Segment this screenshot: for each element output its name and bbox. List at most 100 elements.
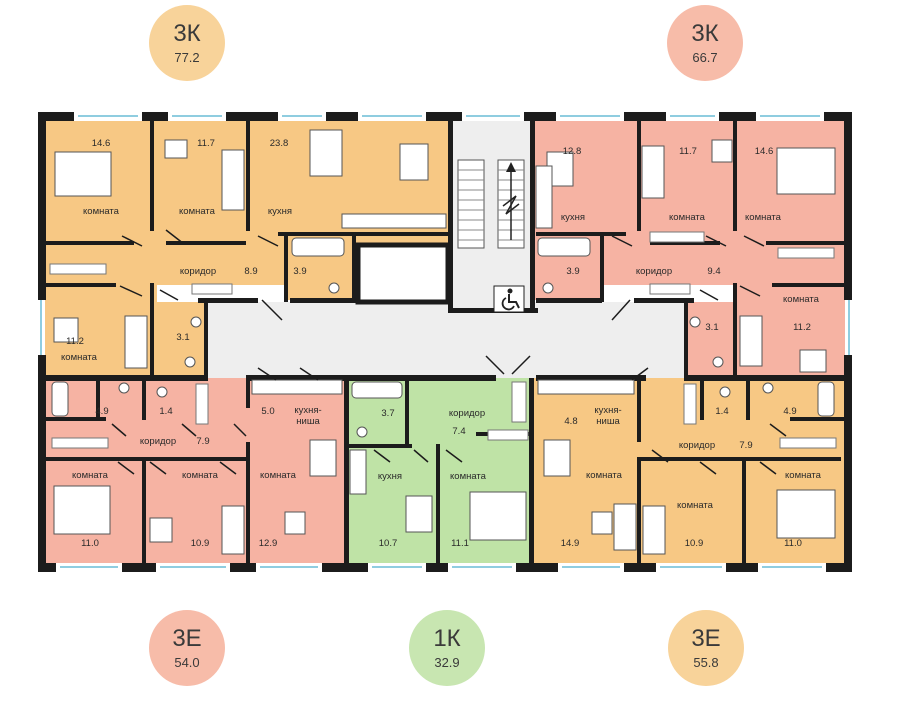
inner-wall <box>290 298 358 303</box>
room-area: 14.6 <box>92 138 111 149</box>
wheelchair-icon <box>493 285 525 313</box>
room-label: комната <box>83 206 120 217</box>
wardrobe-icon <box>511 381 527 423</box>
room-label: коридор <box>679 440 715 451</box>
outer-wall <box>230 563 256 572</box>
desk-icon <box>149 517 173 543</box>
stair-flight <box>457 159 485 249</box>
inner-wall <box>284 232 288 302</box>
inner-wall <box>772 283 846 287</box>
toilet-icon <box>719 386 731 398</box>
toilet-icon <box>156 386 168 398</box>
inner-wall <box>142 378 146 420</box>
badge-type: 3Е <box>691 624 721 652</box>
room-area: 11.1 <box>451 538 469 549</box>
outer-wall <box>726 563 758 572</box>
room-label: кухня-ниша <box>294 405 321 427</box>
room-label: комната <box>586 470 623 481</box>
room-label: комната <box>182 470 219 481</box>
outer-wall <box>426 112 462 121</box>
inner-wall <box>246 121 250 231</box>
kitchen-counter-icon <box>535 165 553 229</box>
room-fill <box>685 302 736 375</box>
inner-wall <box>166 241 246 245</box>
apartment-badge-3e-54: 3Е 54.0 <box>149 610 225 686</box>
table-icon <box>405 495 433 533</box>
room-label: коридор <box>140 436 176 447</box>
inner-wall <box>766 241 846 245</box>
room-label: комната <box>260 470 297 481</box>
sink-icon <box>689 316 701 328</box>
badge-area: 32.9 <box>434 654 460 670</box>
inner-wall <box>448 112 453 312</box>
room-area: 4.8 <box>564 416 577 427</box>
inner-wall <box>405 378 409 446</box>
toilet-icon <box>712 356 724 368</box>
room-label: комната <box>783 294 820 305</box>
inner-wall <box>684 375 850 381</box>
break-line-icon <box>502 195 520 215</box>
bathtub-icon <box>51 381 69 417</box>
outer-wall <box>524 112 556 121</box>
inner-wall <box>150 121 154 231</box>
inner-wall <box>742 457 746 567</box>
inner-wall <box>684 302 688 378</box>
outer-wall <box>38 563 56 572</box>
inner-wall <box>448 308 538 313</box>
badge-area: 55.8 <box>693 654 719 670</box>
room-area: 14.6 <box>755 146 774 157</box>
room-area: 10.9 <box>191 538 210 549</box>
inner-wall <box>536 375 646 381</box>
elevator-shaft <box>355 242 451 305</box>
arrow-up-icon <box>506 162 516 172</box>
room-area: 7.9 <box>739 440 752 451</box>
inner-wall <box>348 444 412 448</box>
outer-wall <box>122 563 156 572</box>
outer-wall <box>226 112 278 121</box>
outer-wall <box>426 563 448 572</box>
table-icon <box>799 349 827 373</box>
room-label: коридор <box>180 266 216 277</box>
inner-wall <box>150 283 154 378</box>
room-area: 11.0 <box>784 538 802 549</box>
bathtub-icon <box>351 381 403 399</box>
bed-icon <box>221 505 245 555</box>
room-area: 11.2 <box>66 336 84 347</box>
badge-type: 1К <box>433 624 461 652</box>
room-label: комната <box>785 470 822 481</box>
bed-icon <box>54 151 112 197</box>
bathtub-icon <box>817 381 835 417</box>
room-area: 11.0 <box>81 538 99 549</box>
bed-icon <box>642 505 666 555</box>
room-area: 4.9 <box>783 406 796 417</box>
room-area: 3.1 <box>705 322 718 333</box>
room-area: 12.9 <box>259 538 278 549</box>
furniture <box>51 129 836 555</box>
kitchen-counter-icon <box>349 449 367 495</box>
outer-wall <box>38 112 46 300</box>
table-icon <box>543 439 571 477</box>
room-label: комната <box>72 470 109 481</box>
apartment-badge-3k-77: 3К 77.2 <box>149 5 225 81</box>
room-labels: 14.6 комната 11.7 комната 23.8 кухня кор… <box>61 138 822 549</box>
room-area: 10.9 <box>685 538 704 549</box>
sink-icon <box>762 382 774 394</box>
bathtub-icon <box>291 237 345 257</box>
sofa-icon <box>309 129 343 177</box>
wardrobe-icon <box>51 437 109 449</box>
room-label: комната <box>179 206 216 217</box>
outer-wall <box>844 355 852 572</box>
apartment-badge-1k-32: 1К 32.9 <box>409 610 485 686</box>
bed-icon <box>221 149 245 211</box>
room-area: 12.8 <box>563 146 582 157</box>
badge-area: 66.7 <box>692 49 718 65</box>
inner-wall <box>530 112 535 312</box>
room-label: комната <box>677 500 714 511</box>
inner-wall <box>746 378 750 420</box>
inner-wall <box>637 457 641 567</box>
inner-wall <box>142 457 146 567</box>
outer-wall <box>38 112 74 121</box>
wardrobe-icon <box>191 283 233 295</box>
apartment-badge-3k-66: 3К 66.7 <box>667 5 743 81</box>
inner-wall <box>46 241 134 245</box>
